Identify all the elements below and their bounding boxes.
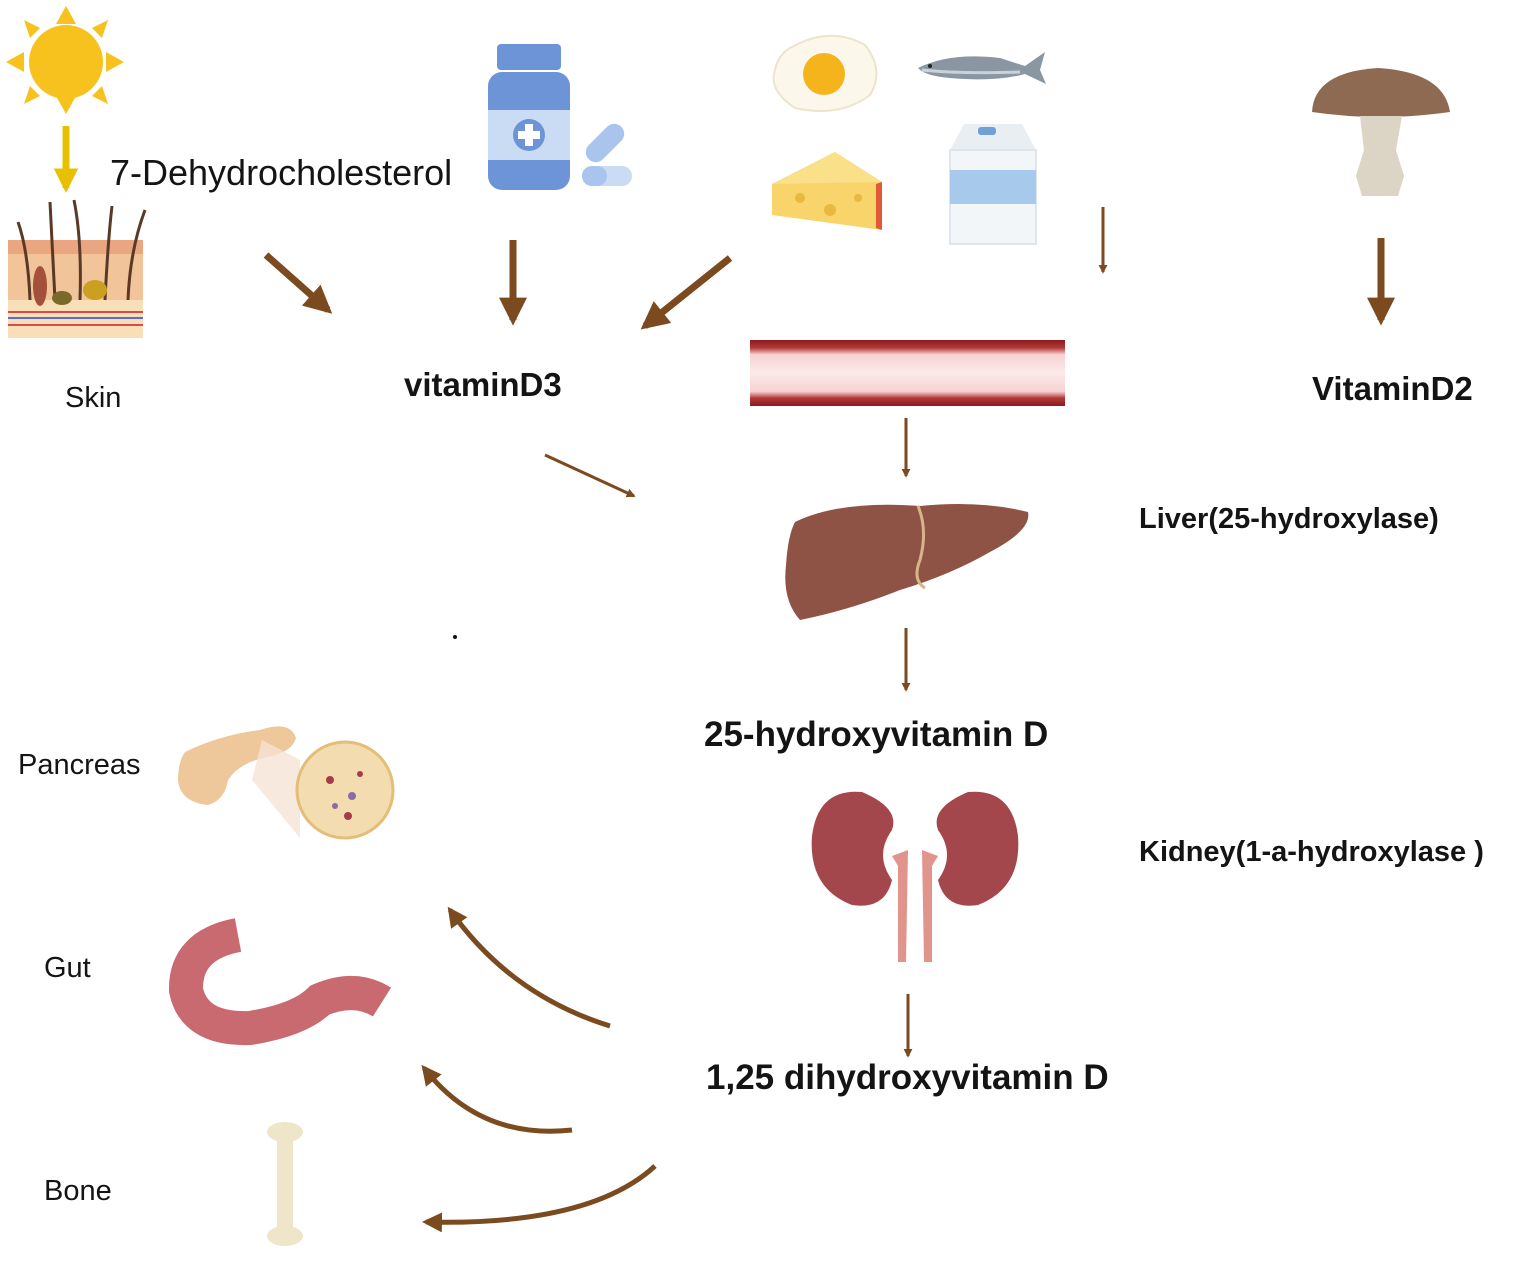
arrow-to-gut [421, 1064, 573, 1134]
stray-dot [453, 635, 457, 639]
dihydroxyvitamin-125-label: 1,25 dihydroxyvitamin D [706, 1058, 1109, 1097]
kidneys-icon [811, 791, 1019, 962]
d3-to-liver-arrow [544, 453, 636, 498]
pill-icon [582, 123, 632, 186]
bone-label: Bone [44, 1175, 112, 1207]
milk-carton-icon [949, 124, 1037, 245]
cheese-icon [772, 152, 882, 230]
arrow-to-pancreas [447, 906, 611, 1029]
gut-label: Gut [44, 952, 91, 984]
sun-icon [6, 6, 124, 114]
skin-icon [8, 199, 147, 338]
arrow-to-bone [422, 1164, 657, 1233]
gut-icon [169, 918, 392, 1046]
dehydrocholesterol-label: 7-Dehydrocholesterol [110, 152, 453, 193]
supplement-bottle-icon [488, 44, 570, 190]
blood-vessel-icon [750, 340, 1065, 406]
vitamin-d3-label: vitaminD3 [404, 366, 562, 403]
fish-icon [918, 52, 1046, 84]
food-to-d3-arrow [640, 255, 733, 330]
skin-to-d3-arrow [263, 252, 333, 314]
vitamin-d2-label: VitaminD2 [1312, 370, 1473, 407]
kidney-label: Kidney(1-a-hydroxylase ) [1139, 836, 1484, 868]
pancreas-label: Pancreas [18, 749, 141, 781]
hydroxyvitamin-25-label: 25-hydroxyvitamin D [704, 715, 1049, 754]
pancreas-icon [178, 726, 395, 840]
egg-icon [772, 34, 878, 113]
bone-icon [267, 1122, 303, 1246]
mushroom-icon [1312, 68, 1450, 196]
skin-label: Skin [65, 382, 122, 414]
liver-label: Liver(25-hydroxylase) [1139, 503, 1439, 535]
liver-icon [453, 504, 1029, 639]
